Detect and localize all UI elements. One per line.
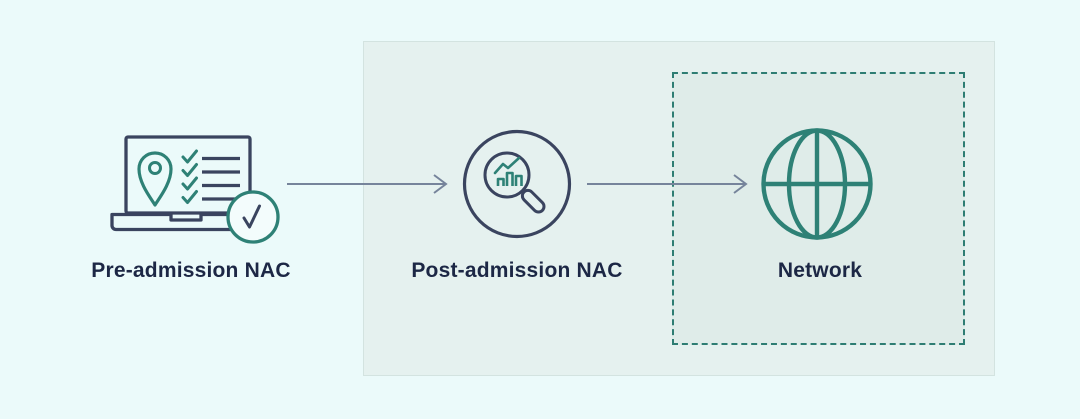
pre-admission-nac-label: Pre-admission NAC — [91, 259, 291, 282]
network-label: Network — [777, 259, 863, 282]
arrow-pre-to-post — [287, 174, 448, 194]
laptop-checklist-icon — [110, 135, 280, 244]
post-admission-nac-label: Post-admission NAC — [411, 259, 623, 282]
globe-icon — [761, 128, 873, 240]
magnifier-analytics-icon — [462, 129, 572, 239]
arrow-post-to-network — [587, 174, 748, 194]
